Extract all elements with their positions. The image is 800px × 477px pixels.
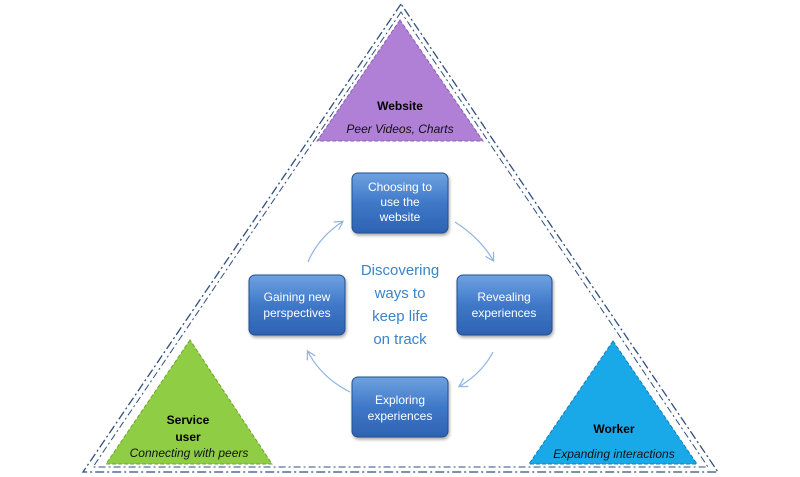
service-user-title-line2: user bbox=[175, 430, 201, 444]
service-user-corner: Service user Connecting with peers bbox=[105, 339, 273, 465]
service-user-triangle bbox=[105, 339, 273, 465]
box-exploring-line1: Exploring bbox=[375, 393, 425, 407]
box-revealing-line2: experiences bbox=[472, 306, 537, 320]
worker-subtitle: Expanding interactions bbox=[553, 447, 674, 461]
arrow-bottom-to-left bbox=[308, 352, 351, 393]
box-revealing-line1: Revealing bbox=[477, 290, 530, 304]
inner-triangle-border bbox=[92, 11, 709, 468]
cycle-arrows bbox=[307, 221, 494, 393]
website-subtitle: Peer Videos, Charts bbox=[346, 122, 453, 136]
center-line-1: Discovering bbox=[361, 262, 439, 279]
cycle-center-label: Discovering ways to keep life on track bbox=[361, 262, 439, 348]
worker-corner: Worker Expanding interactions bbox=[528, 340, 698, 465]
cycle-box-exploring: Exploring experiences bbox=[351, 376, 449, 438]
arrow-top-to-right bbox=[454, 221, 493, 260]
center-line-3: keep life bbox=[372, 308, 428, 325]
box-gaining-line1: Gaining new bbox=[264, 290, 331, 304]
arrow-left-to-top bbox=[307, 222, 342, 263]
website-triangle bbox=[316, 19, 484, 142]
arrow-right-to-bottom bbox=[460, 351, 494, 386]
cycle-box-choosing: Choosing to use the website bbox=[351, 172, 449, 234]
website-corner: Website Peer Videos, Charts bbox=[316, 19, 484, 142]
box-choosing-line2: use the bbox=[380, 195, 420, 209]
box-exploring-line2: experiences bbox=[368, 409, 433, 423]
outer-triangle-border bbox=[81, 2, 720, 473]
box-gaining-line2: perspectives bbox=[263, 306, 330, 320]
cycle-box-revealing: Revealing experiences bbox=[456, 274, 553, 336]
website-title: Website bbox=[377, 99, 423, 113]
service-user-title-line1: Service bbox=[167, 413, 210, 427]
worker-title: Worker bbox=[593, 422, 634, 436]
worker-triangle bbox=[528, 340, 698, 465]
center-line-2: ways to bbox=[374, 285, 426, 302]
service-user-subtitle: Connecting with peers bbox=[130, 446, 249, 460]
box-choosing-line1: Choosing to bbox=[368, 180, 432, 194]
center-line-4: on track bbox=[373, 331, 427, 348]
box-choosing-line3: website bbox=[379, 210, 421, 224]
cycle-box-gaining: Gaining new perspectives bbox=[248, 274, 346, 336]
